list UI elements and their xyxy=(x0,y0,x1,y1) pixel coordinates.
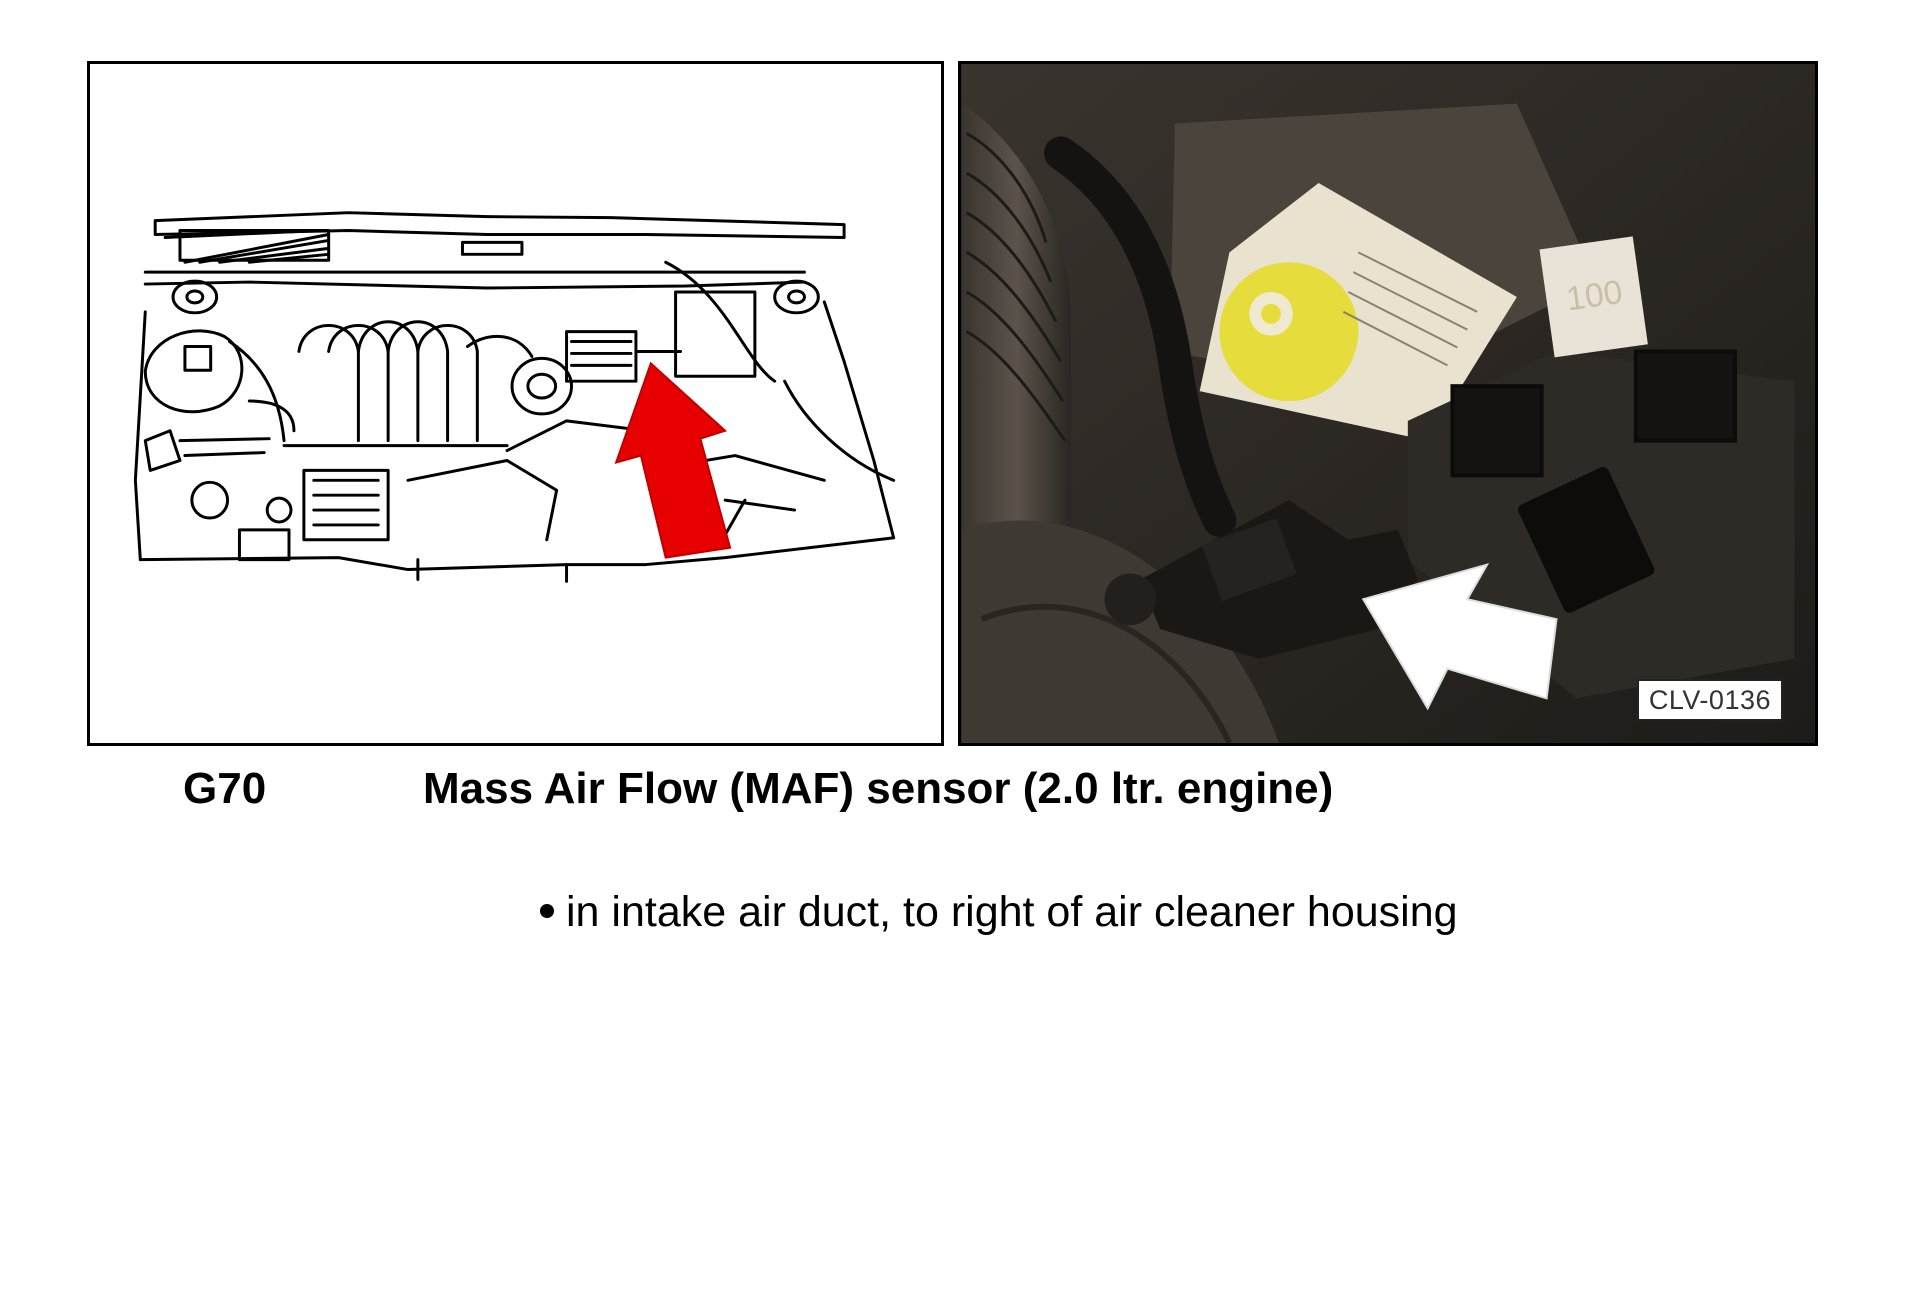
svg-text:100: 100 xyxy=(1564,273,1625,318)
component-code: G70 xyxy=(183,764,267,813)
engine-photo-svg: 100 xyxy=(961,64,1815,743)
component-title: Mass Air Flow (MAF) sensor (2.0 ltr. eng… xyxy=(423,764,1334,813)
engine-line-drawing xyxy=(87,61,944,746)
location-arrow-red xyxy=(614,361,732,559)
engine-photo: 100 CLV-0136 xyxy=(958,61,1818,746)
engine-drawing-svg xyxy=(133,211,896,583)
bullet-icon xyxy=(540,903,554,918)
photo-reference-code: CLV-0136 xyxy=(1636,679,1783,721)
location-note-text: in intake air duct, to right of air clea… xyxy=(566,888,1458,936)
location-note: in intake air duct, to right of air clea… xyxy=(540,888,1458,937)
location-arrow-white xyxy=(1361,562,1558,711)
component-label-row: G70 Mass Air Flow (MAF) sensor (2.0 ltr.… xyxy=(0,764,1917,820)
